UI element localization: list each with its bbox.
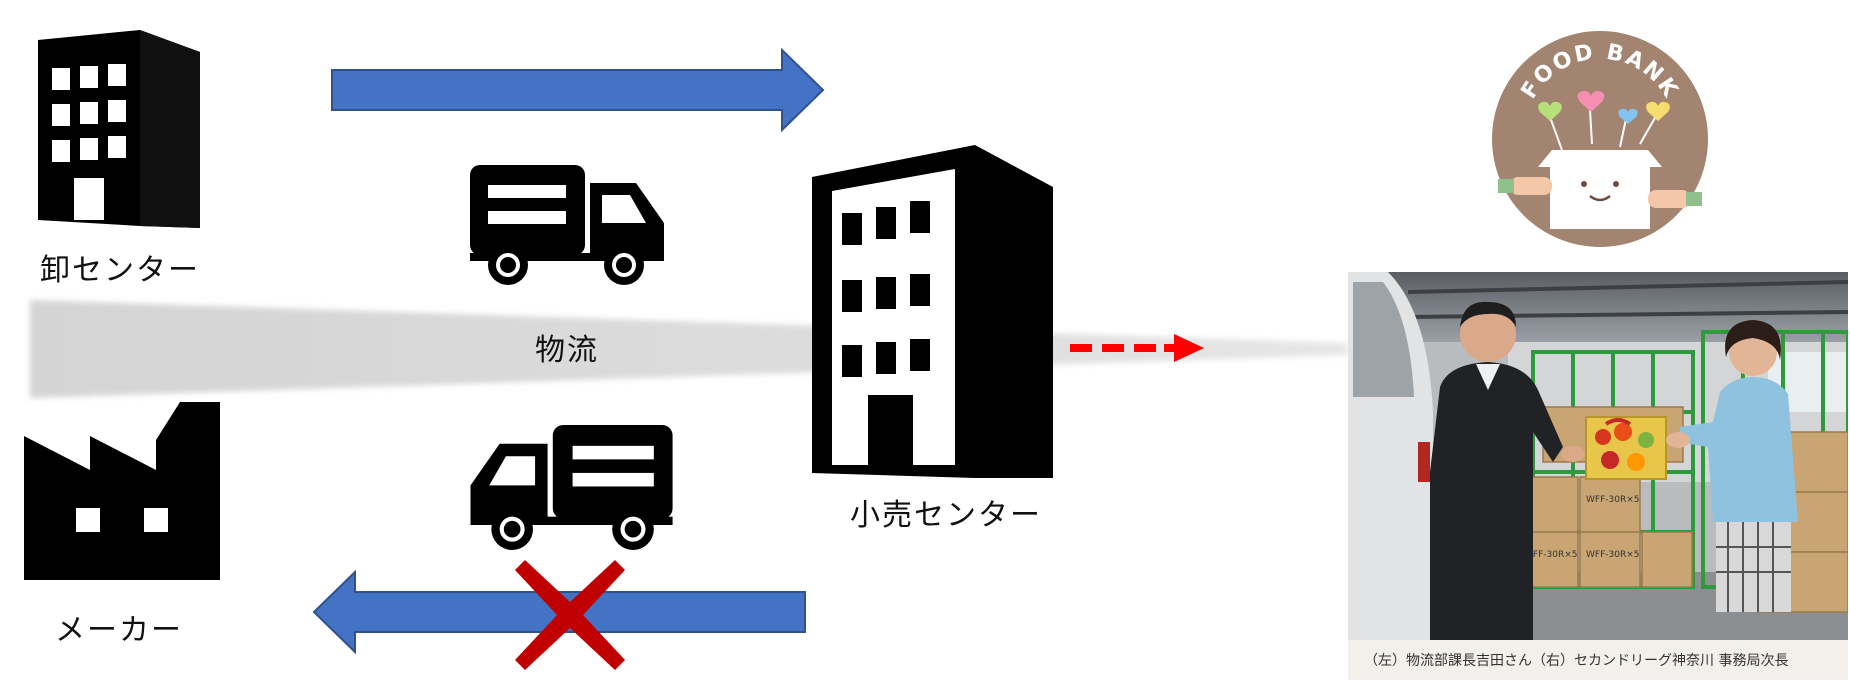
handover-photo: WFF-30R×5 WFF-30R×5 WFF-30R×5 [1348,272,1848,640]
box-label: WFF-30R×5 [1586,495,1639,505]
wholesale-center-label: 卸センター [40,253,200,288]
food-bank-logo: FOOD BANK [1492,31,1708,247]
office-building-icon [812,145,1053,478]
box-label: WFF-30R×5 [1524,550,1577,560]
photo-caption: （左）物流部課長吉田さん（右）セカンドリーグ神奈川 事務局次長 [1348,640,1848,680]
box-label: WFF-30R×5 [1586,550,1639,560]
cross-icon [515,560,625,670]
factory-icon [24,402,220,580]
delivery-truck-icon [470,425,673,550]
retail-center-label: 小売センター [850,498,1042,533]
logistics-label: 物流 [535,333,599,368]
delivery-truck-icon [470,165,664,285]
manufacturer-label: メーカー [55,613,183,648]
dashed-arrow [1070,334,1204,362]
office-building-icon [38,30,200,228]
forward-arrow [331,48,825,133]
